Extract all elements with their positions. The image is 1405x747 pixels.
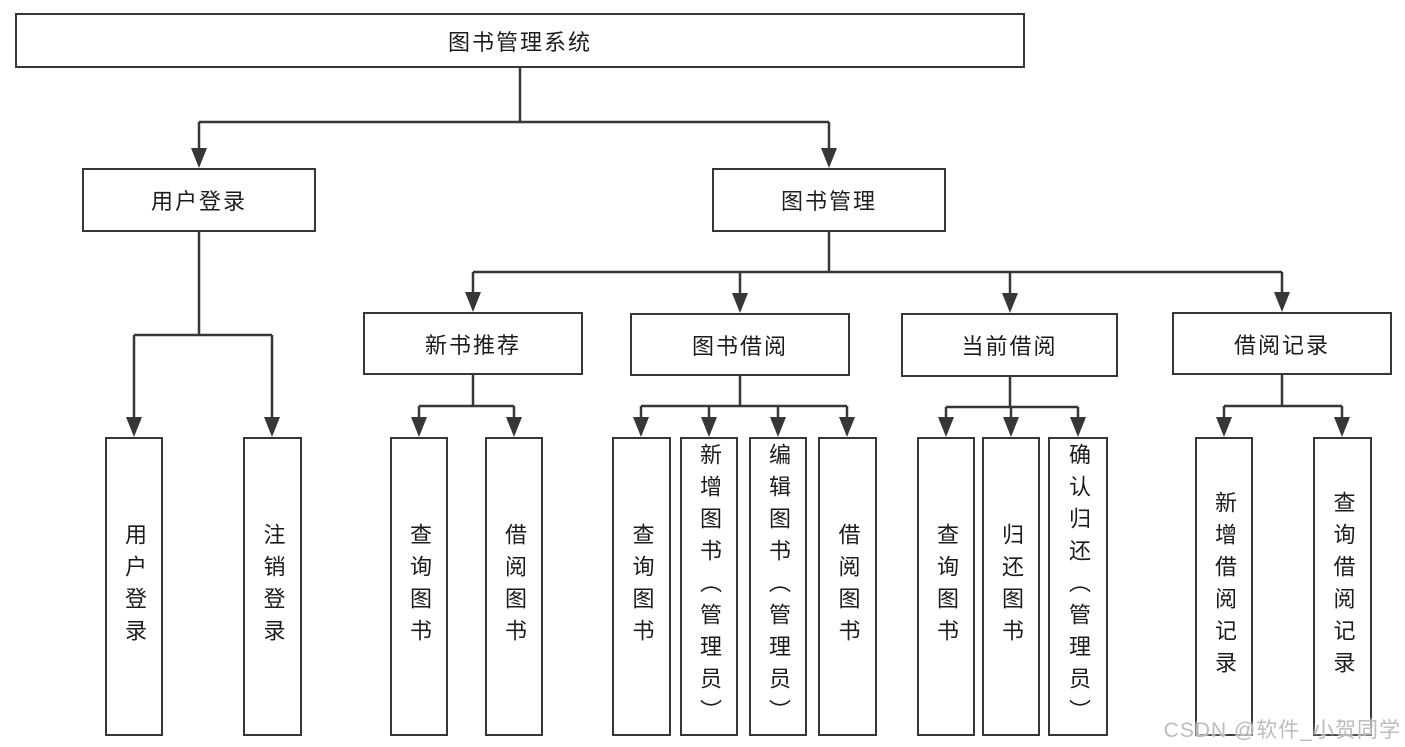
node-book-borrow-label: 图书借阅: [691, 333, 788, 359]
leaf-query-books-recommend-label: 查询图书: [407, 522, 432, 651]
connector-book-management-level3: [471, 232, 1284, 295]
node-new-book-recommend: 新书推荐: [363, 312, 583, 375]
leaf-add-borrow-record-label: 新增借阅记录: [1212, 490, 1237, 683]
leaf-user-login-label: 用户登录: [122, 522, 147, 651]
leaf-query-books-recommend: 查询图书: [390, 437, 448, 736]
connector-book-borrow-children: [639, 376, 849, 419]
arrowheads-current-borrow: [938, 417, 1086, 437]
node-new-book-recommend-label: 新书推荐: [424, 332, 521, 358]
connector-new-book-recommend-children: [417, 375, 516, 419]
leaf-confirm-return-admin: 确认归还（管理员）: [1048, 437, 1108, 736]
leaf-edit-books-admin-label: 编辑图书（管理员）: [766, 442, 791, 731]
leaf-logout-label: 注销登录: [260, 522, 286, 651]
arrowheads-level3: [465, 292, 1290, 313]
node-user-login-label: 用户登录: [150, 189, 247, 214]
leaf-return-books: 归还图书: [982, 437, 1040, 736]
leaf-query-books-borrow-label: 查询图书: [629, 522, 655, 651]
leaf-add-borrow-record: 新增借阅记录: [1195, 437, 1253, 736]
node-library-management-system-label: 图书管理系统: [447, 29, 592, 55]
connector-borrow-records-children: [1222, 375, 1344, 419]
arrowheads-book-borrow: [633, 417, 855, 437]
leaf-query-borrow-record-label: 查询借阅记录: [1330, 490, 1356, 683]
leaf-query-books-borrow: 查询图书: [612, 437, 671, 736]
leaf-confirm-return-admin-label: 确认归还（管理员）: [1066, 442, 1091, 731]
leaf-query-books-current-label: 查询图书: [934, 522, 959, 651]
leaf-user-login: 用户登录: [105, 437, 163, 736]
node-book-management-label: 图书管理: [780, 189, 877, 214]
node-book-management: 图书管理: [712, 168, 946, 232]
leaf-return-books-label: 归还图书: [999, 522, 1024, 651]
leaf-edit-books-admin: 编辑图书（管理员）: [749, 437, 807, 736]
leaf-borrow-books-recommend-label: 借阅图书: [502, 522, 527, 651]
arrowheads-user-login-children: [126, 417, 280, 437]
leaf-borrow-books-recommend: 借阅图书: [485, 437, 543, 736]
leaf-query-books-current: 查询图书: [917, 437, 975, 736]
node-borrow-records-label: 借阅记录: [1233, 332, 1330, 358]
leaf-query-borrow-record: 查询借阅记录: [1313, 437, 1372, 736]
node-current-borrow-label: 当前借阅: [961, 334, 1058, 359]
node-book-borrow: 图书借阅: [630, 313, 850, 376]
node-borrow-records: 借阅记录: [1172, 312, 1392, 375]
connector-root-to-level2: [197, 68, 831, 150]
arrowheads-borrow-records: [1216, 417, 1350, 437]
leaf-logout: 注销登录: [243, 437, 302, 736]
arrowheads-new-book-recommend: [411, 417, 522, 437]
connector-current-borrow-children: [944, 377, 1080, 419]
node-library-management-system: 图书管理系统: [15, 13, 1025, 68]
leaf-borrow-books-label: 借阅图书: [835, 522, 861, 651]
node-user-login: 用户登录: [82, 168, 316, 232]
leaf-add-books-admin-label: 新增图书（管理员）: [697, 442, 722, 731]
node-current-borrow: 当前借阅: [901, 313, 1118, 377]
leaf-add-books-admin: 新增图书（管理员）: [680, 437, 738, 736]
connector-user-login-children: [132, 232, 274, 419]
watermark: CSDN @软件_小贺同学: [1163, 719, 1401, 742]
leaf-borrow-books: 借阅图书: [818, 437, 877, 736]
arrowheads-level2: [191, 148, 837, 168]
